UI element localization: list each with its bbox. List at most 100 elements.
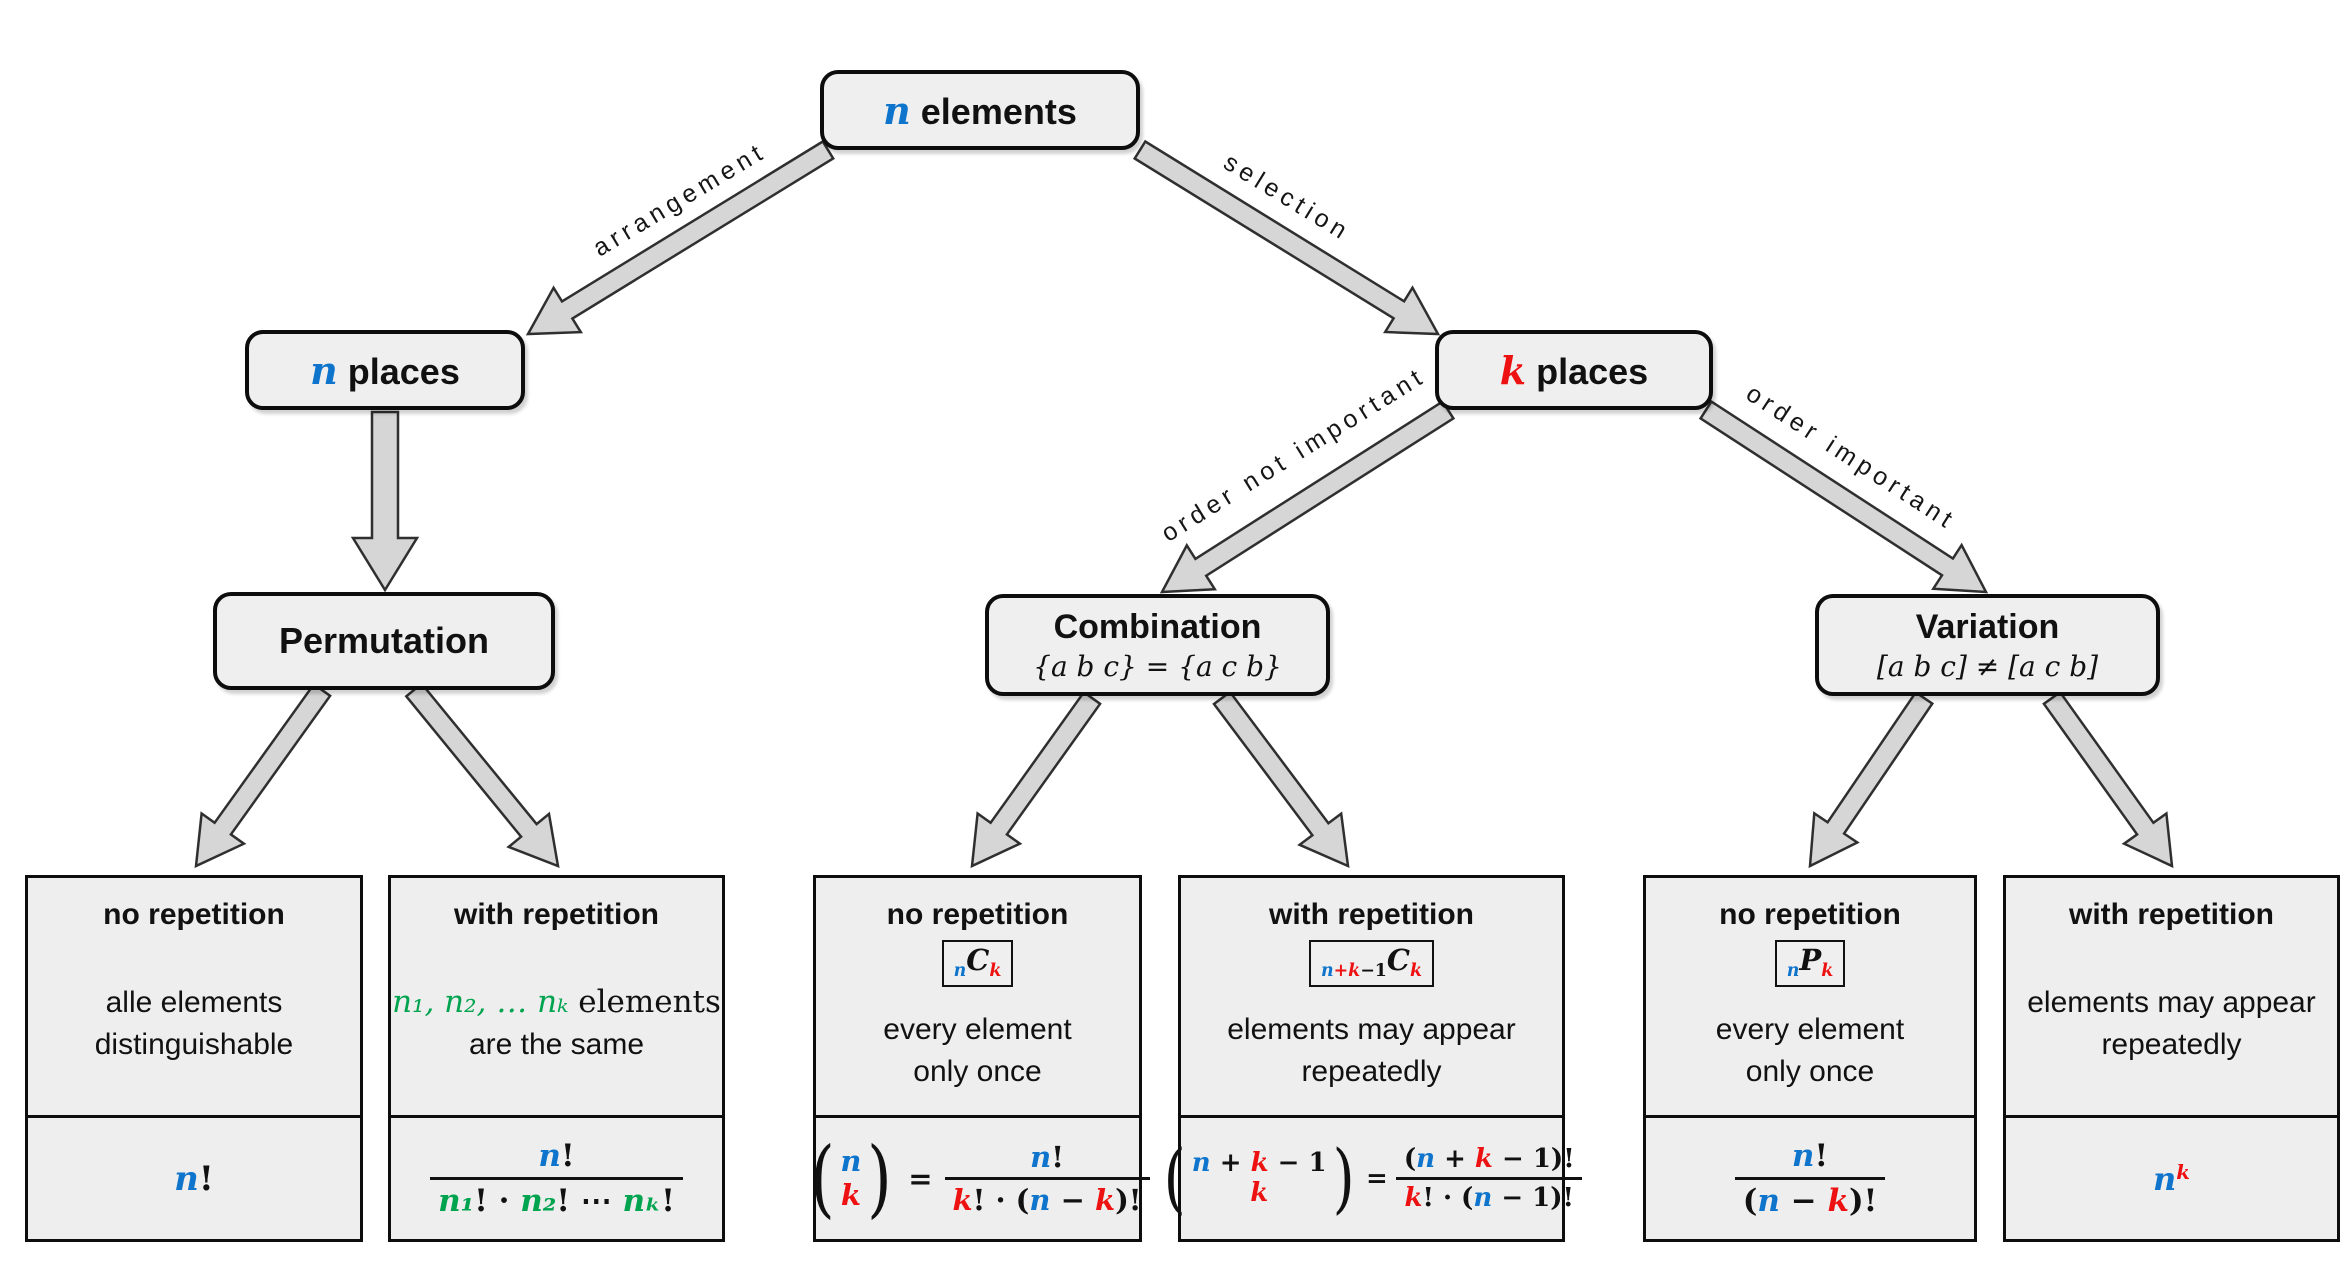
node-combination-label: Combination	[1053, 607, 1262, 646]
fraction: n! n₁! · n₂! ⋯ nₖ!	[430, 1138, 683, 1219]
leaf-combination-with-repetition: with repetition n+k−1Ck elements may app…	[1164, 875, 1582, 1242]
math-token: k	[1410, 961, 1423, 982]
math-token: ! · (	[972, 1183, 1030, 1217]
node-variation-example: [a b c] ≠ [a c b]	[1876, 649, 2099, 683]
leaf-formula: nk	[2006, 1118, 2337, 1239]
desc-line: distinguishable	[94, 1027, 294, 1061]
math-token: n	[840, 1144, 862, 1179]
math-token: places	[337, 350, 460, 392]
desc-line: alle elements	[105, 985, 283, 1019]
math-token: − 1)!	[1492, 1144, 1575, 1174]
arrow-k-places-to-variation	[1698, 399, 1989, 594]
arrow-combination-to-with-rep	[1212, 690, 1350, 869]
leaf-permutation-with-repetition: with repetition n₁, n₂, … nₖ elements ar…	[388, 875, 725, 1242]
math-token: !	[1814, 1138, 1829, 1174]
math-token: n	[1473, 1183, 1493, 1213]
math-token: k	[989, 961, 1002, 982]
math-token: n	[1030, 1140, 1052, 1174]
leaf-description: alle elements distinguishable	[95, 932, 293, 1115]
math-token: n	[1320, 961, 1334, 982]
math-token: n	[538, 1138, 561, 1174]
math-token: n	[2152, 1159, 2177, 1198]
fraction: n! (n − k)!	[1734, 1138, 1886, 1219]
arrow-permutation-to-with-rep	[404, 681, 560, 868]
notation-badge-n+k-1Ck: n+k−1Ck	[1308, 940, 1435, 987]
desc-line: only once	[1745, 1054, 1875, 1088]
math-token: k	[2176, 1159, 2190, 1184]
binom-bottom: k	[1250, 1177, 1269, 1209]
math-token: elements	[910, 90, 1077, 132]
fraction: (n + k − 1)! k! · (n − 1)!	[1396, 1144, 1583, 1213]
node-n-elements: n elements	[820, 70, 1140, 150]
leaf-top: no repetition nPk every element only onc…	[1646, 878, 1974, 1118]
leaf-description: every element only once	[883, 987, 1071, 1115]
equals-sign: =	[1366, 1163, 1388, 1194]
leaf-formula: ( n + k − 1 k ) = (n + k − 1)! k! · (n −…	[1164, 1118, 1582, 1239]
fraction-denominator: k! · (n − 1)!	[1396, 1177, 1582, 1213]
binom-top: n	[840, 1144, 862, 1179]
leaf-permutation-no-repetition: no repetition alle elements distinguisha…	[25, 875, 363, 1242]
math-token: k	[1821, 961, 1834, 982]
node-combination: Combination {a b c} = {a c b}	[985, 594, 1330, 696]
formula-n-power-k: nk	[2153, 1160, 2190, 1198]
desc-line: repeatedly	[2101, 1027, 2242, 1061]
math-token: n	[1786, 961, 1800, 982]
binomial-coefficient: ( n + k − 1 k )	[1160, 1134, 1358, 1223]
fraction: n! k! · (n − k)!	[944, 1140, 1150, 1217]
arrow-elements-to-n-places	[525, 139, 835, 336]
math-token: !	[1051, 1140, 1064, 1174]
leaf-description: elements may appear repeatedly	[1227, 987, 1516, 1115]
fraction-numerator: n!	[1784, 1138, 1836, 1177]
math-token: n	[1191, 1147, 1211, 1178]
leaf-top: with repetition n+k−1Ck elements may app…	[1181, 878, 1562, 1118]
math-token: k	[1094, 1183, 1116, 1217]
notation-badge-nCk: nCk	[941, 940, 1014, 987]
math-token: C	[1386, 943, 1410, 977]
leaf-description: elements may appear repeatedly	[2027, 932, 2316, 1115]
math-token: n	[174, 1158, 199, 1199]
leaf-description: n₁, n₂, … nₖ elements are the same	[392, 932, 721, 1115]
leaf-formula: n! n₁! · n₂! ⋯ nₖ!	[391, 1118, 722, 1239]
desc-line: elements may appear	[1227, 1012, 1516, 1046]
math-token: k	[1250, 1177, 1269, 1208]
leaf-description: every element only once	[1716, 987, 1904, 1115]
leaf-heading: with repetition	[1269, 898, 1474, 931]
node-k-places: k places	[1435, 330, 1713, 410]
math-token: ! ⋯	[556, 1183, 623, 1219]
math-token: k	[1827, 1183, 1849, 1219]
math-token: n₁	[438, 1183, 475, 1219]
leaf-heading: with repetition	[2069, 898, 2274, 931]
math-token: +	[1333, 961, 1349, 982]
math-token: k	[1348, 961, 1361, 982]
math-token: k	[1474, 1144, 1493, 1174]
math-token: −	[1779, 1183, 1828, 1219]
math-token: −1	[1360, 961, 1387, 982]
math-token: )!	[1848, 1183, 1878, 1219]
fraction-numerator: n!	[530, 1138, 582, 1177]
math-token: n	[1029, 1183, 1051, 1217]
math-token: !	[661, 1183, 675, 1219]
notation-badge-nPk: nPk	[1774, 940, 1846, 987]
math-token: n	[310, 347, 338, 393]
leaf-formula: n! (n − k)!	[1646, 1118, 1974, 1239]
desc-line: repeatedly	[1301, 1054, 1442, 1088]
leaf-top: with repetition elements may appear repe…	[2006, 878, 2337, 1118]
leaf-heading: no repetition	[1719, 898, 1901, 931]
desc-line: only once	[913, 1054, 1042, 1088]
left-paren: (	[1164, 1134, 1187, 1223]
fraction-denominator: (n − k)!	[1734, 1177, 1886, 1219]
arrow-variation-to-no-rep	[1808, 690, 1935, 869]
desc-line: elements may appear	[2027, 985, 2316, 1019]
leaf-top: no repetition alle elements distinguisha…	[28, 878, 360, 1118]
math-token: !	[198, 1158, 214, 1199]
equals-sign: =	[908, 1161, 933, 1196]
math-token: C	[966, 943, 990, 977]
binom-top: n + k − 1	[1191, 1147, 1327, 1179]
math-token: P	[1799, 943, 1822, 977]
math-token: k	[1250, 1147, 1269, 1178]
math-token: elements	[568, 983, 721, 1020]
fraction-numerator: n!	[1022, 1140, 1072, 1177]
fraction-numerator: (n + k − 1)!	[1396, 1144, 1583, 1177]
